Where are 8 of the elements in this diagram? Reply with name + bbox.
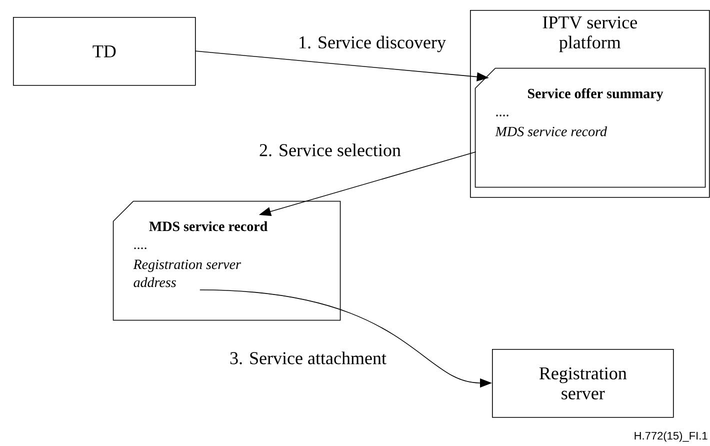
process-box: Registration server bbox=[492, 348, 674, 418]
process-box: TD bbox=[13, 17, 196, 86]
figure-id: H.772(15)_FI.1 bbox=[634, 432, 708, 442]
edge-label: 3. Service attachment bbox=[228, 350, 388, 366]
edge-label: 1. Service discovery bbox=[297, 34, 447, 54]
record-card: Service offer summary .... MDS service record bbox=[474, 68, 706, 188]
record-card: MDS service record .... Registration server address bbox=[112, 200, 341, 321]
edge-label: 2. Service selection bbox=[258, 142, 402, 158]
